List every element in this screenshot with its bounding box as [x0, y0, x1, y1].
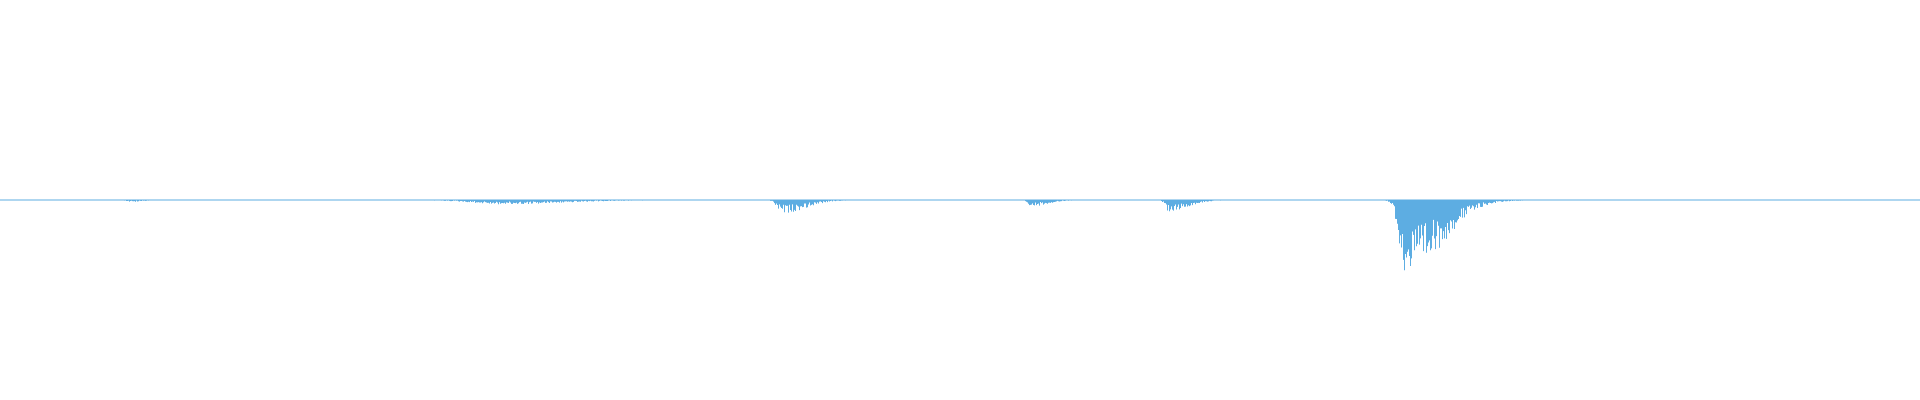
waveform-path-group — [0, 199, 1920, 271]
waveform-trace — [0, 199, 1920, 271]
